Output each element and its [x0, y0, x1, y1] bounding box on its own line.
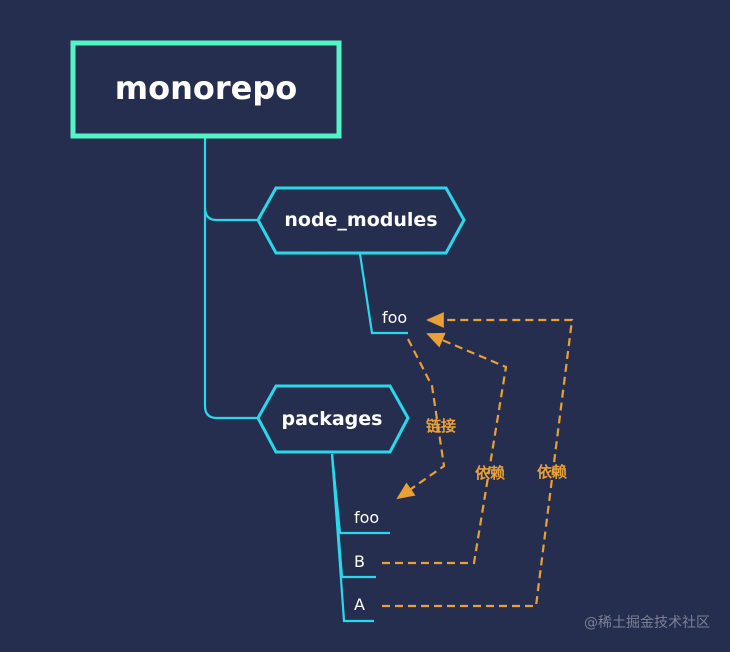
- node-modules-foo-label: foo: [382, 308, 407, 327]
- root-box: [70, 40, 342, 139]
- connector-root-packages: [203, 208, 258, 420]
- link-label: 链接: [426, 417, 456, 435]
- connector-root-node-modules: [203, 138, 258, 222]
- tree-connectors: [203, 138, 408, 623]
- root-label: monorepo: [115, 69, 297, 107]
- node-modules-box: [256, 186, 466, 255]
- link-arrow: [396, 338, 446, 500]
- watermark: @稀土掘金技术社区: [584, 615, 710, 631]
- packages-box: [256, 384, 410, 454]
- connector-packages-a: [330, 453, 374, 623]
- packages-label: packages: [282, 408, 383, 430]
- a-depends-arrow: [382, 312, 574, 608]
- depend-label-b: 依赖: [475, 464, 505, 482]
- packages-b-label: B: [354, 552, 365, 571]
- connector-node-modules-foo: [358, 253, 408, 335]
- packages-a-label: A: [354, 595, 365, 614]
- node-modules-label: node_modules: [284, 209, 437, 231]
- packages-foo-label: foo: [354, 508, 379, 527]
- relation-arrows: [382, 312, 574, 608]
- depend-label-a: 依赖: [537, 463, 567, 481]
- b-depends-arrow: [382, 332, 508, 565]
